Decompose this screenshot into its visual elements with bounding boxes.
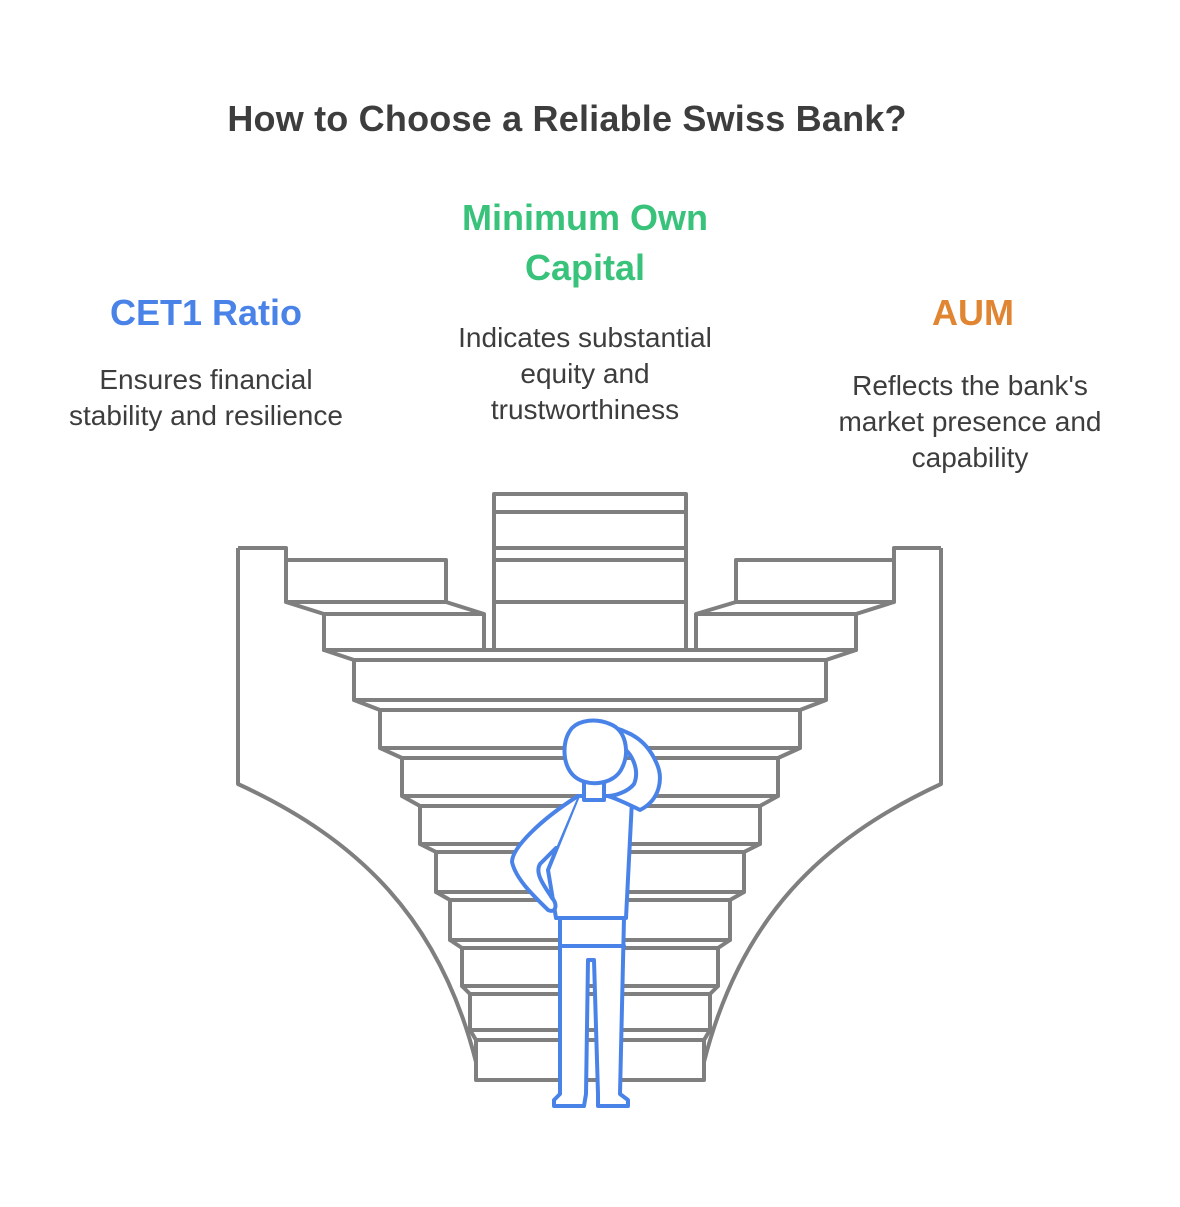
thinking-person-icon — [510, 718, 662, 1108]
page-title: How to Choose a Reliable Swiss Bank? — [227, 98, 907, 139]
person-legs — [552, 916, 630, 1108]
cet1-description-line: stability and resilience — [69, 400, 343, 431]
aum-heading: AUM — [932, 292, 1014, 333]
aum-description: Reflects the bank's market presence and … — [810, 368, 1130, 476]
minimum-own-capital-heading: Minimum Own Capital — [430, 193, 740, 293]
left-wall — [236, 546, 478, 1080]
aum-description-line: Reflects the bank's — [852, 370, 1088, 401]
left-upper-steps — [284, 558, 486, 652]
cet1-ratio-heading: CET1 Ratio — [109, 292, 303, 333]
minimum-own-capital-description: Indicates substantial equity and trustwo… — [430, 320, 740, 428]
moc-description-line: trustworthiness — [490, 394, 680, 425]
cet1-description-line: Ensures financial — [99, 364, 313, 395]
right-upper-steps — [694, 558, 896, 652]
cet1-ratio-description: Ensures financial stability and resilien… — [40, 362, 372, 434]
person-left-arm — [510, 794, 580, 913]
moc-heading-line: Capital — [524, 247, 646, 288]
person-head — [562, 718, 628, 786]
moc-heading-line: Minimum Own — [462, 197, 708, 238]
aum-description-line: market presence and — [838, 406, 1102, 437]
moc-description-line: Indicates substantial — [458, 322, 712, 353]
moc-description-line: equity and — [520, 358, 650, 389]
converging-staircase-icon — [236, 492, 943, 1082]
aum-description-line: capability — [911, 442, 1029, 473]
central-tower — [492, 492, 688, 652]
right-wall — [702, 546, 943, 1080]
